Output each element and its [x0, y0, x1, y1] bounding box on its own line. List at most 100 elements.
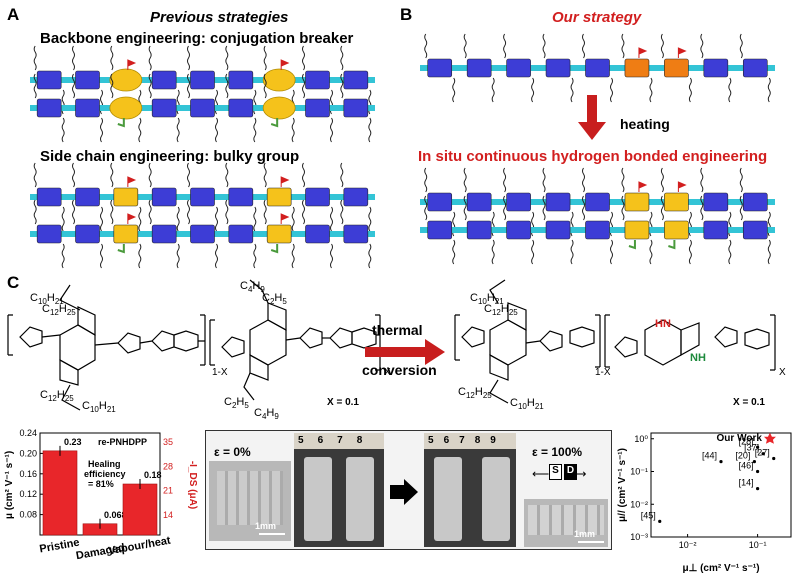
- breaker-unit: [109, 68, 143, 92]
- x-axis-label: μ⊥ (cm² V⁻¹ s⁻¹): [682, 563, 759, 574]
- y2-tick-label: 35: [163, 437, 173, 447]
- side-chain: [302, 199, 305, 225]
- y-tick-label: 0.08: [19, 510, 37, 520]
- hbond-unit: [664, 220, 689, 240]
- side-chain: [463, 33, 467, 59]
- y-tick-label: 10⁻²: [630, 499, 648, 509]
- scatter-point: [752, 460, 756, 464]
- side-chain: [330, 117, 333, 143]
- side-chain: [110, 45, 114, 71]
- annotation-value: = 81%: [88, 479, 114, 489]
- side-chain: [215, 206, 218, 232]
- conjugated-unit: [305, 98, 330, 118]
- side-chain: [72, 45, 75, 71]
- side-chain: [176, 206, 180, 232]
- conjugated-unit: [545, 192, 571, 212]
- side-chain: [463, 167, 467, 193]
- y-tick-label: 0.16: [19, 469, 37, 479]
- hbond-unit: [113, 187, 139, 207]
- side-chain: [263, 162, 267, 188]
- conjugated-unit: [343, 98, 369, 118]
- side-chain: [176, 117, 180, 143]
- green-group-icon: [117, 118, 125, 128]
- conjugated-unit: [190, 70, 215, 90]
- data-label: 0.18: [144, 470, 162, 480]
- conjugated-unit: [466, 192, 492, 212]
- sidechain-c12h25-b: C12H25: [40, 389, 74, 403]
- side-chain: [463, 195, 467, 221]
- conjugated-unit: [703, 58, 729, 78]
- y2-tick-label: 14: [163, 510, 173, 520]
- side-chain: [187, 162, 190, 188]
- side-chain: [187, 199, 190, 225]
- conjugated-unit: [75, 98, 100, 118]
- conjugated-unit: [305, 187, 330, 207]
- side-chain: [424, 167, 428, 193]
- flag-icon: [280, 59, 290, 70]
- chemical-structures: C10H21 C12H25 C12H25 C10H21 C4H9 C2H5 C2…: [7, 279, 786, 420]
- conjugated-unit: [36, 224, 62, 244]
- x-label-left: X = 0.1: [327, 397, 359, 408]
- conjugated-unit: [427, 192, 453, 212]
- side-chain: [148, 162, 152, 188]
- sidechain-c10h21-b: C10H21: [82, 400, 116, 414]
- side-chain: [610, 239, 613, 265]
- annotation-efficiency: efficiency: [84, 469, 126, 479]
- conjugated-unit: [585, 220, 610, 240]
- conjugated-unit: [228, 98, 254, 118]
- side-chain: [302, 45, 305, 71]
- conjugated-unit: [466, 58, 492, 78]
- side-chain: [110, 199, 114, 225]
- side-chain: [582, 195, 585, 221]
- point-label: [14]: [739, 478, 754, 488]
- flag-icon: [638, 181, 648, 192]
- green-group-icon: [668, 240, 676, 250]
- flag-icon: [677, 181, 687, 192]
- scatter-frame: [650, 432, 792, 538]
- hbond-unit: [664, 58, 689, 78]
- insitu-label: In situ continuous hydrogen bonded engin…: [418, 148, 768, 165]
- data-label: 0.23: [64, 437, 82, 447]
- side-chain: [660, 33, 664, 59]
- side-chain: [302, 162, 305, 188]
- conjugated-unit: [190, 224, 215, 244]
- green-group-icon: [270, 244, 279, 254]
- y-axis-label: μ (cm² V⁻¹ s⁻¹): [4, 451, 15, 519]
- conjugated-unit: [228, 187, 254, 207]
- side-chain: [570, 239, 574, 265]
- y-axis-label: μ// (cm² V⁻¹ s⁻¹): [617, 448, 628, 522]
- side-chain: [649, 77, 653, 103]
- breaker-unit: [109, 96, 143, 120]
- scatter-point: [756, 487, 760, 491]
- conjugated-unit: [742, 220, 768, 240]
- conjugated-unit: [506, 220, 531, 240]
- conjugated-unit: [343, 187, 369, 207]
- conjugated-unit: [228, 224, 254, 244]
- hbond-unit: [266, 187, 292, 207]
- side-chain: [368, 117, 372, 143]
- source-electrode: S: [549, 464, 562, 480]
- panel-a-title: Previous strategies: [150, 9, 289, 26]
- side-chain: [424, 33, 428, 59]
- annotation-healing: Healing: [88, 459, 121, 469]
- conjugated-unit: [343, 70, 369, 90]
- side-chain: [767, 239, 771, 265]
- hbond-unit: [113, 224, 139, 244]
- side-chain: [531, 239, 535, 265]
- bar-chart: 0.080.120.160.200.24142128350.23Pristine…: [4, 428, 198, 562]
- side-chain: [110, 73, 114, 99]
- drain-electrode: D: [564, 464, 577, 480]
- side-chain: [61, 117, 65, 143]
- side-chain: [700, 33, 704, 59]
- x-tick-label: 10⁻²: [679, 540, 697, 550]
- side-chain: [340, 45, 344, 71]
- point-label: [28]: [739, 436, 754, 446]
- side-chain: [570, 77, 574, 103]
- side-chain: [61, 243, 65, 269]
- y-tick-label: 0.20: [19, 448, 37, 458]
- conjugated-unit: [343, 224, 369, 244]
- side-chain: [542, 33, 546, 59]
